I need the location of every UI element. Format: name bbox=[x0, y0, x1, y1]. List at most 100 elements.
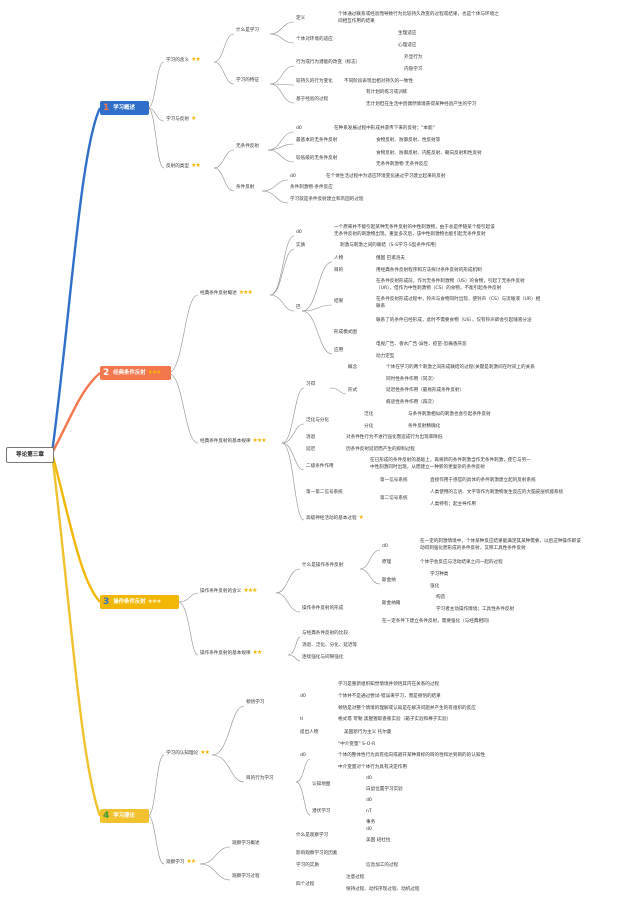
map-node[interactable]: 格式塔 苛勒 黑猩猩取香蕉实验（箱子实验和棒子实验） bbox=[338, 717, 451, 723]
map-node[interactable]: 原理 bbox=[382, 560, 391, 566]
map-node[interactable]: nT bbox=[366, 809, 372, 815]
map-node[interactable]: 无条件刺激物 无条件反应 bbox=[376, 162, 428, 168]
map-node[interactable]: 痕迹性条件作用（再次） bbox=[386, 400, 437, 406]
map-node[interactable]: 影响观察学习的因素 bbox=[296, 851, 337, 857]
map-node[interactable]: 动力定型 bbox=[376, 354, 394, 360]
map-node[interactable]: 构造 bbox=[436, 595, 445, 601]
map-node[interactable]: 泛化与分化 bbox=[306, 418, 329, 424]
map-node[interactable]: d0 bbox=[296, 126, 302, 132]
map-node[interactable]: 条件反射精确化 bbox=[408, 424, 440, 430]
map-node[interactable]: 学习的实质 bbox=[296, 863, 319, 869]
map-node[interactable]: 经典条件反射的基本规律★★★ bbox=[200, 438, 267, 445]
map-node[interactable]: 学习的认知理论★★ bbox=[166, 750, 210, 757]
map-node[interactable]: 个体对环境的适应 bbox=[296, 37, 333, 43]
map-node[interactable]: 消退 bbox=[306, 435, 315, 441]
map-node[interactable]: 在条件反射形成前，作为无条件刺激物（US）的食物，引起了无条件反射 bbox=[376, 279, 525, 285]
map-node[interactable]: 信息加工的过程 bbox=[366, 863, 398, 869]
map-node[interactable]: 中介变量对个体行为具有决定作用 bbox=[338, 765, 407, 771]
map-node[interactable]: 因条件反射延迟而产生的抑制过程 bbox=[346, 447, 415, 453]
map-node[interactable]: 巴 bbox=[296, 305, 301, 311]
map-node[interactable]: 直接作用于感官的具体的条件刺激建立起的反射系统 bbox=[430, 478, 536, 484]
map-node[interactable]: 与条件刺激相似的刺激也会引起条件反射 bbox=[408, 412, 491, 418]
map-node[interactable]: 第一第二信号系统 bbox=[306, 490, 343, 496]
map-node[interactable]: 在个体生活过程中为适应环境变化通过学习建立起来的反射 bbox=[326, 174, 445, 180]
map-node[interactable]: 学习就是条件反射建立和巩固的过程 bbox=[290, 197, 364, 203]
map-node[interactable]: 什么是学习 bbox=[236, 28, 259, 34]
map-node[interactable]: 对条件性行为不进行强化而造成行为出现率降低 bbox=[346, 435, 442, 441]
map-node[interactable]: 在种系发展过程中形成并遗传下来的反射；"本能" bbox=[334, 126, 435, 132]
map-node[interactable]: 什么是观察学习 bbox=[296, 833, 328, 839]
map-node[interactable]: 在已形成的条件反射的基础上，再将新的条件刺激当作无条件刺激，使它与另一 bbox=[370, 458, 531, 464]
map-node[interactable]: 注意过程 bbox=[346, 875, 364, 881]
map-node[interactable]: 学习者主动操作情境；工具性条件反射 bbox=[436, 607, 514, 613]
map-node[interactable]: 间相互作用的结果 bbox=[338, 19, 375, 25]
map-node[interactable]: 美国新行为主义 托尔曼 bbox=[344, 730, 391, 736]
map-node[interactable]: d0 bbox=[366, 798, 372, 804]
map-node[interactable]: d0 bbox=[296, 230, 302, 236]
map-node[interactable]: 较持久的行为变化 bbox=[296, 79, 333, 85]
map-node[interactable]: 俄国 巴甫洛夫 bbox=[376, 256, 405, 262]
map-node[interactable]: 食物反射、防御反射、内脏反射、朝向反射和性反射 bbox=[376, 151, 482, 157]
map-node[interactable]: 操作条件反射的形成 bbox=[302, 606, 343, 612]
map-node[interactable]: 学习的特征 bbox=[236, 78, 259, 84]
map-node[interactable]: 条件反射 bbox=[236, 185, 254, 191]
map-node[interactable]: 白鼠位置学习实验 bbox=[366, 787, 403, 793]
map-node[interactable]: 用经典条件反射程序和方法探讨条件反射的形成机制 bbox=[376, 268, 482, 274]
map-node[interactable]: 无条件反射 bbox=[236, 144, 259, 150]
map-node[interactable]: d0 bbox=[300, 694, 306, 700]
map-node[interactable]: d0 bbox=[290, 174, 296, 180]
map-node[interactable]: 一个原来并不能引起某种无条件反射的中性刺激物，由于总是伴随某个能引起该 bbox=[334, 225, 495, 231]
map-node[interactable]: 观察学习概述 bbox=[232, 841, 260, 847]
map-node[interactable]: 保持过程、动作序现过程、动机过程 bbox=[346, 887, 420, 893]
map-node[interactable]: 与经典条件反射的比较 bbox=[302, 631, 348, 637]
map-node[interactable]: 顿悟是对整个情境的理解或认知是在解决问题并产生的有组织的反应 bbox=[338, 706, 476, 712]
map-node[interactable]: 中性刺激同时出现，从而建立一种新的更复杂的条件反射 bbox=[370, 465, 485, 471]
map-node[interactable]: 斯金纳箱 bbox=[382, 601, 400, 607]
map-node[interactable]: 泛化 bbox=[364, 412, 373, 418]
map-node[interactable]: 定义 bbox=[296, 16, 305, 22]
map-node[interactable]: 潜伏学习 bbox=[312, 809, 330, 815]
map-node[interactable]: （UR），但作为中性刺激物（CS）的食物，不能引起条件反射 bbox=[376, 286, 501, 292]
map-node[interactable]: 反射的类型★★ bbox=[166, 163, 201, 170]
map-node[interactable]: 有计划的练习或训练 bbox=[366, 90, 407, 96]
map-node[interactable]: 斯金纳 bbox=[382, 578, 396, 584]
map-node[interactable]: 个体并不是通过尝试-错误来学习，而是顿悟的结果 bbox=[338, 694, 441, 700]
map-node[interactable]: 美国 班杜拉 bbox=[366, 838, 390, 844]
map-node[interactable]: 学习是重新组织知觉情境并领悟其内在关系的过程 bbox=[338, 682, 439, 688]
map-node[interactable]: 个体的整体性行为具有指向或避开某种目标的目的性和达到目的的认知性 bbox=[338, 753, 485, 759]
map-node[interactable]: 观察学习过程 bbox=[232, 874, 260, 880]
map-node[interactable]: 目的行为学习 bbox=[246, 776, 274, 782]
map-node[interactable]: 第一信号系统 bbox=[380, 478, 408, 484]
map-node[interactable]: 形式 bbox=[348, 388, 357, 394]
map-node[interactable]: 消退、泛化、分化、延迟等 bbox=[302, 643, 357, 649]
map-node[interactable]: 认知地图 bbox=[312, 782, 330, 788]
map-node[interactable]: 行为或行为潜能的改变（标志） bbox=[296, 60, 360, 66]
map-node[interactable]: 在一定条件下建立条件反射，需要强化（与经典相同） bbox=[382, 619, 492, 625]
map-node[interactable]: 第二信号系统 bbox=[380, 496, 408, 502]
map-node[interactable]: 提出人物 bbox=[300, 730, 318, 736]
map-node[interactable]: 个体在学习的两个刺激之间形成联结的过程(关键是刺激间在时间上的关系 bbox=[386, 365, 535, 371]
map-node[interactable]: 在一定的刺激情境中，个体某种反应结果能满足其某种需要，以后这种操作即该 bbox=[420, 539, 581, 545]
map-node[interactable]: 无计划但在生活中因偶然情境获得某种经验产生的学习 bbox=[366, 102, 476, 108]
map-node[interactable]: 内隐学习 bbox=[404, 67, 422, 73]
map-node[interactable]: 动得到强化而形成的条件反射，又称工具性条件反射 bbox=[420, 546, 526, 552]
map-node[interactable]: tl bbox=[300, 717, 303, 723]
map-node[interactable]: 外显行为 bbox=[404, 55, 422, 61]
map-node[interactable]: 延迟 bbox=[306, 447, 315, 453]
map-node[interactable]: 基于经验的过程 bbox=[296, 97, 328, 103]
map-node[interactable]: 应用 bbox=[334, 348, 343, 354]
map-node[interactable]: 学习种类 bbox=[430, 572, 448, 578]
map-node[interactable]: 分化 bbox=[364, 424, 373, 430]
map-node[interactable]: 四个过程 bbox=[296, 882, 314, 888]
map-node[interactable]: 事务 bbox=[366, 820, 375, 826]
map-node[interactable]: 食物反射、防御反射、性反射等 bbox=[376, 138, 440, 144]
map-node[interactable]: 无条件反射的刺激物出现，重复多次后，该中性刺激物也能引起无条件反射 bbox=[334, 232, 486, 238]
root-node[interactable]: 导论第三章 bbox=[6, 447, 54, 463]
map-node[interactable]: 操作条件反射的基本规律★★ bbox=[200, 650, 262, 657]
map-node[interactable]: 生理适应 bbox=[398, 31, 416, 37]
map-node[interactable]: 连续强化与间隙强化 bbox=[302, 655, 343, 661]
map-node[interactable]: d0 bbox=[366, 776, 372, 782]
